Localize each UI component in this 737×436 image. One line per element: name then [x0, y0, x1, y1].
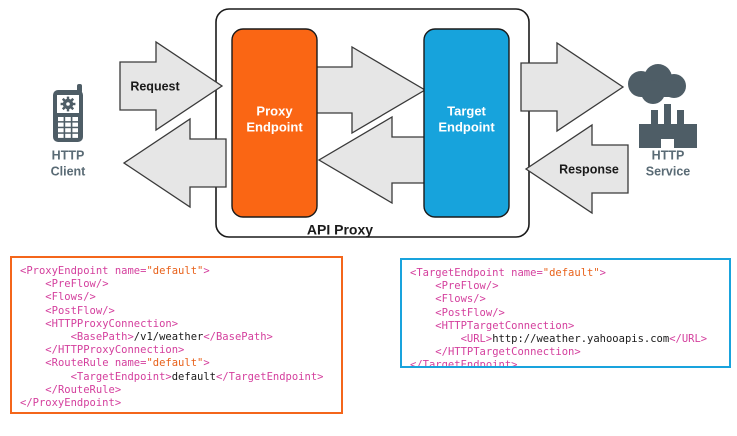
code-token-tag: <Flows/>	[435, 293, 486, 306]
code-token-txt	[410, 346, 435, 358]
code-token-val: "default"	[146, 265, 204, 277]
request-arrow	[119, 40, 224, 132]
code-token-tag: >	[203, 265, 210, 277]
code-token-tag: </TargetEndpoint>	[410, 359, 518, 368]
code-token-attr: name=	[114, 265, 147, 277]
code-token-tag: </URL>	[669, 333, 708, 346]
code-token-tag: </HTTPTargetConnection>	[435, 346, 581, 359]
code-token-txt	[410, 333, 461, 345]
code-token-txt	[20, 278, 45, 290]
code-line: <Flows/>	[410, 293, 729, 306]
proxy-to-target-arrow	[315, 45, 427, 135]
http-service-label-line1: HTTP	[652, 148, 685, 162]
code-token-tag: </HTTPProxyConnection>	[45, 344, 185, 357]
code-line: <PreFlow/>	[20, 278, 341, 291]
code-token-tag: </BasePath>	[203, 331, 273, 344]
code-line: <PostFlow/>	[20, 305, 341, 318]
code-line: <HTTPProxyConnection>	[20, 318, 341, 331]
code-line: </TargetEndpoint>	[410, 359, 729, 368]
code-line: <PreFlow/>	[410, 280, 729, 293]
code-token-tag: <Flows/>	[45, 291, 96, 304]
code-line: </RouteRule>	[20, 384, 341, 397]
code-token-tag: <PreFlow/>	[45, 278, 109, 291]
code-token-tag: </RouteRule>	[45, 383, 122, 396]
target-endpoint-code-block: <TargetEndpoint name="default"> <PreFlow…	[400, 258, 731, 368]
mobile-phone-gear-icon	[53, 84, 83, 142]
code-token-val: "default"	[146, 357, 204, 370]
response-arrow-from-service	[524, 123, 629, 215]
code-token-txt	[20, 371, 71, 383]
code-token-txt	[20, 305, 45, 317]
request-arrow-label: Request	[130, 79, 180, 93]
code-token-tag: >	[599, 267, 606, 279]
code-token-txt	[20, 344, 45, 356]
code-token-tag: <TargetEndpoint	[410, 267, 512, 279]
api-proxy-container	[215, 8, 530, 238]
code-token-tag: <PostFlow/>	[45, 304, 115, 317]
factory-cloud-icon	[628, 64, 697, 148]
code-line: </HTTPTargetConnection>	[410, 346, 729, 359]
http-client-label-line2: Client	[51, 164, 87, 178]
response-arrow-to-client	[122, 117, 227, 209]
proxy-endpoint-box	[231, 28, 318, 218]
target-to-service-arrow	[520, 41, 625, 133]
code-line: <RouteRule name="default">	[20, 357, 341, 370]
code-token-tag: <RouteRule	[45, 357, 115, 370]
code-line: <ProxyEndpoint name="default">	[20, 265, 341, 278]
code-token-tag: >	[203, 357, 210, 370]
code-token-tag: <PreFlow/>	[435, 280, 499, 293]
target-endpoint-label-line2: Endpoint	[438, 119, 495, 134]
code-line: <PostFlow/>	[410, 307, 729, 320]
code-token-attr: name=	[511, 267, 543, 279]
code-token-tag: <BasePath>	[70, 331, 134, 344]
code-token-txt: http://weather.yahooapis.com	[492, 333, 670, 346]
http-service-label-line2: Service	[646, 164, 691, 178]
code-token-tag: <TargetEndpoint>	[70, 370, 172, 383]
code-token-txt	[20, 384, 45, 396]
code-line: <Flows/>	[20, 291, 341, 304]
code-token-tag: </ProxyEndpoint>	[20, 397, 122, 410]
code-line: </HTTPProxyConnection>	[20, 344, 341, 357]
code-token-txt	[20, 318, 45, 330]
code-token-txt	[20, 331, 71, 343]
code-token-attr: name=	[114, 357, 147, 370]
target-endpoint-box	[423, 28, 510, 218]
code-token-tag: <HTTPTargetConnection>	[435, 319, 575, 332]
code-token-txt: /v1/weather	[133, 331, 204, 344]
code-line: <TargetEndpoint name="default">	[410, 267, 729, 280]
proxy-endpoint-label-line1: Proxy	[256, 103, 293, 118]
code-line: <URL>http://weather.yahooapis.com</URL>	[410, 333, 729, 346]
code-token-txt	[20, 291, 45, 303]
target-endpoint-label-line1: Target	[447, 103, 486, 118]
code-line: <TargetEndpoint>default</TargetEndpoint>	[20, 371, 341, 384]
api-proxy-title: API Proxy	[307, 222, 373, 238]
http-client-label-line1: HTTP	[52, 148, 85, 162]
code-token-txt	[410, 320, 435, 332]
code-token-txt	[20, 357, 45, 369]
code-token-txt	[410, 293, 435, 305]
code-token-tag: <URL>	[460, 333, 493, 346]
code-line: <HTTPTargetConnection>	[410, 320, 729, 333]
code-token-txt: default	[171, 370, 216, 383]
code-line: </ProxyEndpoint>	[20, 397, 341, 410]
api-proxy-diagram: HTTP Client HTTP Service	[51, 8, 697, 238]
code-line: <BasePath>/v1/weather</BasePath>	[20, 331, 341, 344]
proxy-endpoint-code-block: <ProxyEndpoint name="default"> <PreFlow/…	[10, 256, 343, 414]
code-token-val: "default"	[542, 267, 600, 279]
code-token-tag: <HTTPProxyConnection>	[45, 317, 179, 330]
code-token-txt	[410, 280, 435, 292]
code-token-txt	[410, 307, 435, 319]
code-token-tag: <PostFlow/>	[435, 306, 505, 319]
response-arrow-label: Response	[559, 162, 619, 176]
code-token-tag: </TargetEndpoint>	[216, 370, 324, 383]
proxy-endpoint-label-line2: Endpoint	[246, 119, 303, 134]
code-token-tag: <ProxyEndpoint	[20, 265, 115, 277]
target-to-proxy-arrow	[317, 115, 429, 205]
